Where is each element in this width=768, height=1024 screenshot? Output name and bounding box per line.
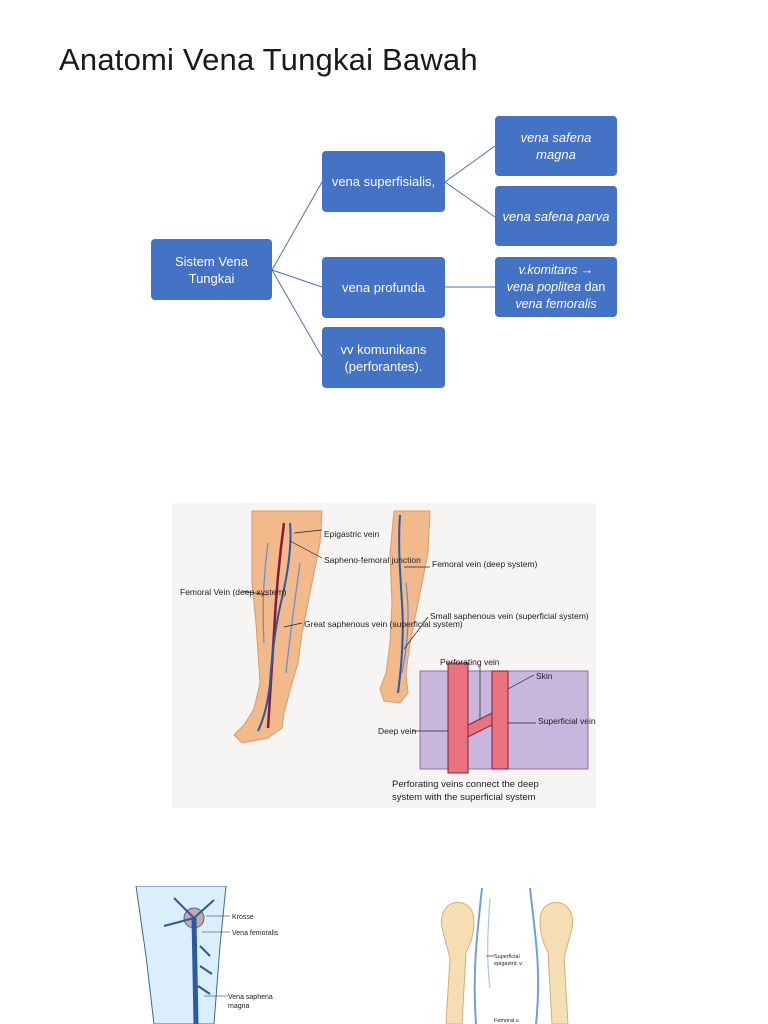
node-label: vena profunda bbox=[341, 280, 426, 295]
label-epigastric-v: epigastric v. bbox=[494, 961, 523, 967]
label-magna: magna bbox=[228, 1003, 250, 1010]
label-vena-saphena: Vena saphena bbox=[228, 994, 273, 1001]
node-vena-profunda: vena profunda bbox=[322, 257, 445, 318]
label-femoral-vein-right: Femoral vein (deep system) bbox=[432, 559, 538, 569]
node-label: Sistem Vena Tungkai bbox=[175, 253, 248, 286]
hierarchy-connectors bbox=[271, 145, 496, 358]
poplitea-text: vena poplitea bbox=[506, 279, 582, 294]
label-deep-vein: Deep vein bbox=[378, 726, 417, 736]
femoralis-text: vena femoralis bbox=[515, 296, 597, 311]
node-label: vv komunikans (perforantes). bbox=[340, 341, 427, 374]
node-vena-safena-parva: vena safena parva bbox=[495, 186, 617, 246]
node-vena-superfisialis: vena superfisialis, bbox=[322, 151, 445, 212]
label-femoral-v: Femoral v. bbox=[494, 1018, 520, 1024]
node-label: v.komitans → vena poplitea dan vena femo… bbox=[507, 262, 606, 313]
label-superficial-vein: Superficial vein bbox=[538, 716, 596, 726]
pelvis-vein-illustration: Superficial epigastric v. Femoral v. bbox=[432, 888, 582, 1024]
node-sistem-vena-tungkai: Sistem Vena Tungkai bbox=[151, 239, 272, 300]
femoral-vein-illustration: Krosse Vena femoralis Vena saphena magna bbox=[134, 886, 334, 1024]
label-vena-femoralis: Vena femoralis bbox=[232, 930, 279, 937]
label-sapheno-femoral: Sapheno-femoral junction bbox=[324, 555, 421, 565]
label-krosse: Krosse bbox=[232, 914, 254, 921]
slide-title: Anatomi Vena Tungkai Bawah bbox=[59, 42, 478, 77]
label-skin: Skin bbox=[536, 671, 553, 681]
leg-veins-illustration: Epigastric vein Sapheno-femoral junction… bbox=[172, 503, 596, 808]
komitans-text: v.komitans bbox=[518, 262, 578, 277]
label-small-saphenous: Small saphenous vein (superficial system… bbox=[430, 611, 589, 621]
node-vv-komunikans: vv komunikans (perforantes). bbox=[322, 327, 445, 388]
caption-line-1: Perforating veins connect the deep bbox=[392, 779, 539, 790]
caption-line-2: system with the superficial system bbox=[392, 792, 536, 803]
label-great-saphenous: Great saphenous vein (superficial system… bbox=[304, 619, 463, 629]
conjunction-text: dan bbox=[584, 279, 606, 294]
node-vena-safena-magna: vena safena magna bbox=[495, 116, 617, 176]
node-label: vena safena magna bbox=[520, 130, 592, 162]
label-femoral-vein-left: Femoral Vein (deep system) bbox=[180, 587, 286, 597]
arrow-right-icon: → bbox=[580, 262, 594, 277]
label-perforating-vein: Perforating vein bbox=[440, 657, 500, 667]
label-superficial-epigastric: Superficial bbox=[494, 954, 520, 960]
node-label: vena safena parva bbox=[502, 208, 610, 224]
label-epigastric: Epigastric vein bbox=[324, 529, 380, 539]
node-v-komitans: v.komitans → vena poplitea dan vena femo… bbox=[495, 257, 617, 317]
node-label: vena superfisialis, bbox=[331, 174, 436, 189]
